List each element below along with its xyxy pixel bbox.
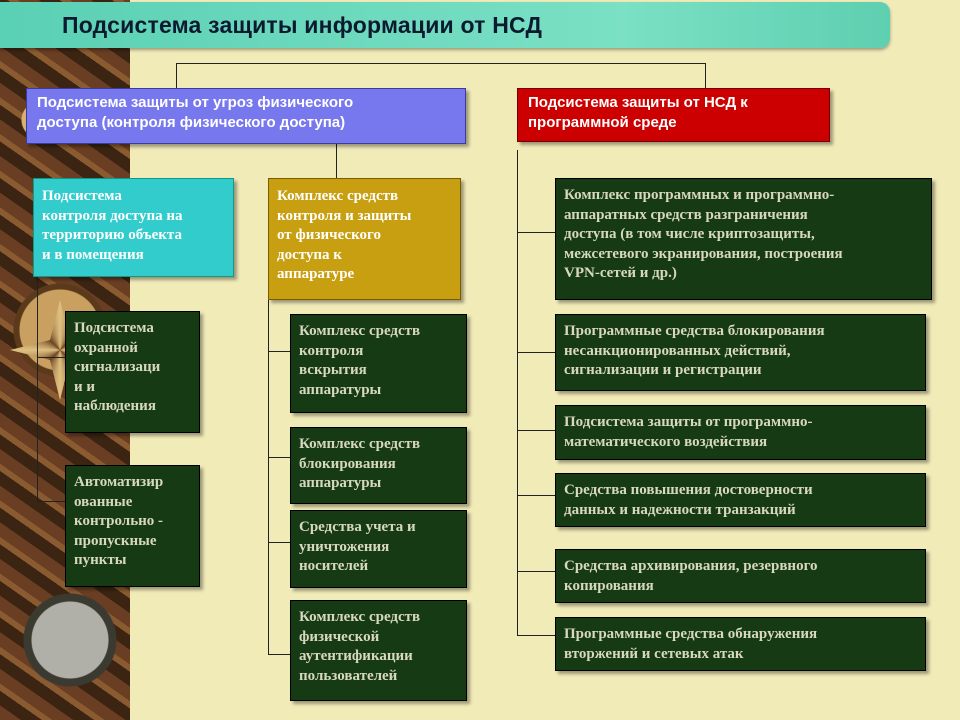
tamper-control-label: Комплекс средств контроля вскрытия аппар… (299, 323, 421, 398)
connector-line (517, 635, 555, 636)
physical-access-subsystem-label: Подсистема защиты от угроз физического д… (37, 94, 354, 131)
connector-line (517, 150, 518, 636)
checkpoints-box: Автоматизир ованные контрольно - пропуск… (65, 465, 200, 587)
connector-line (37, 277, 38, 502)
connector-line (517, 571, 555, 572)
territory-access-label: Подсистема контроля доступа на территори… (42, 188, 183, 263)
alarm-surveillance-label: Подсистема охранной сигнализаци и и набл… (74, 320, 161, 414)
connector-line (268, 542, 290, 543)
connector-line (336, 144, 337, 178)
connector-line (268, 351, 290, 352)
malware-protection-label: Подсистема защиты от программно- математ… (564, 414, 813, 450)
software-nsd-subsystem-box: Подсистема защиты от НСД к программной с… (517, 88, 830, 142)
blocking-software-box: Программные средства блокирования несанк… (555, 314, 926, 391)
hardware-protection-label: Комплекс средств контроля и защиты от фи… (277, 188, 412, 282)
connector-line (37, 501, 65, 502)
page-title: Подсистема защиты информации от НСД (62, 12, 543, 38)
data-reliability-label: Средства повышения достоверности данных … (564, 482, 813, 518)
physical-authentication-box: Комплекс средств физической аутентификац… (290, 600, 467, 701)
hardware-protection-box: Комплекс средств контроля и защиты от фи… (268, 178, 461, 300)
connector-line (176, 63, 706, 64)
media-accounting-box: Средства учета и уничтожения носителей (290, 510, 467, 588)
physical-authentication-label: Комплекс средств физической аутентификац… (299, 609, 421, 684)
connector-line (268, 654, 290, 655)
connector-line (517, 232, 555, 233)
backup-label: Средства архивирования, резервного копир… (564, 558, 818, 594)
software-nsd-subsystem-label: Подсистема защиты от НСД к программной с… (528, 94, 748, 131)
access-control-complex-label: Комплекс программных и программно- аппар… (564, 187, 843, 281)
connector-line (517, 352, 555, 353)
title-bar: Подсистема защиты информации от НСД (0, 2, 890, 48)
connector-line (37, 357, 65, 358)
connector-line (268, 457, 290, 458)
connector-line (705, 63, 706, 88)
malware-protection-box: Подсистема защиты от программно- математ… (555, 405, 926, 460)
physical-access-subsystem-box: Подсистема защиты от угроз физического д… (26, 88, 466, 144)
alarm-surveillance-box: Подсистема охранной сигнализаци и и набл… (65, 311, 200, 433)
hardware-blocking-label: Комплекс средств блокирования аппаратуры (299, 436, 421, 491)
intrusion-detection-label: Программные средства обнаружения вторжен… (564, 626, 818, 662)
data-reliability-box: Средства повышения достоверности данных … (555, 473, 926, 527)
connector-line (268, 300, 269, 655)
access-control-complex-box: Комплекс программных и программно- аппар… (555, 178, 932, 300)
tamper-control-box: Комплекс средств контроля вскрытия аппар… (290, 314, 467, 413)
backup-box: Средства архивирования, резервного копир… (555, 549, 926, 603)
media-accounting-label: Средства учета и уничтожения носителей (299, 519, 416, 574)
blocking-software-label: Программные средства блокирования несанк… (564, 323, 825, 378)
connector-line (176, 63, 177, 88)
connector-line (517, 430, 555, 431)
checkpoints-label: Автоматизир ованные контрольно - пропуск… (74, 474, 164, 568)
intrusion-detection-box: Программные средства обнаружения вторжен… (555, 617, 926, 671)
territory-access-box: Подсистема контроля доступа на территори… (33, 178, 234, 277)
hardware-blocking-box: Комплекс средств блокирования аппаратуры (290, 427, 467, 504)
connector-line (517, 495, 555, 496)
